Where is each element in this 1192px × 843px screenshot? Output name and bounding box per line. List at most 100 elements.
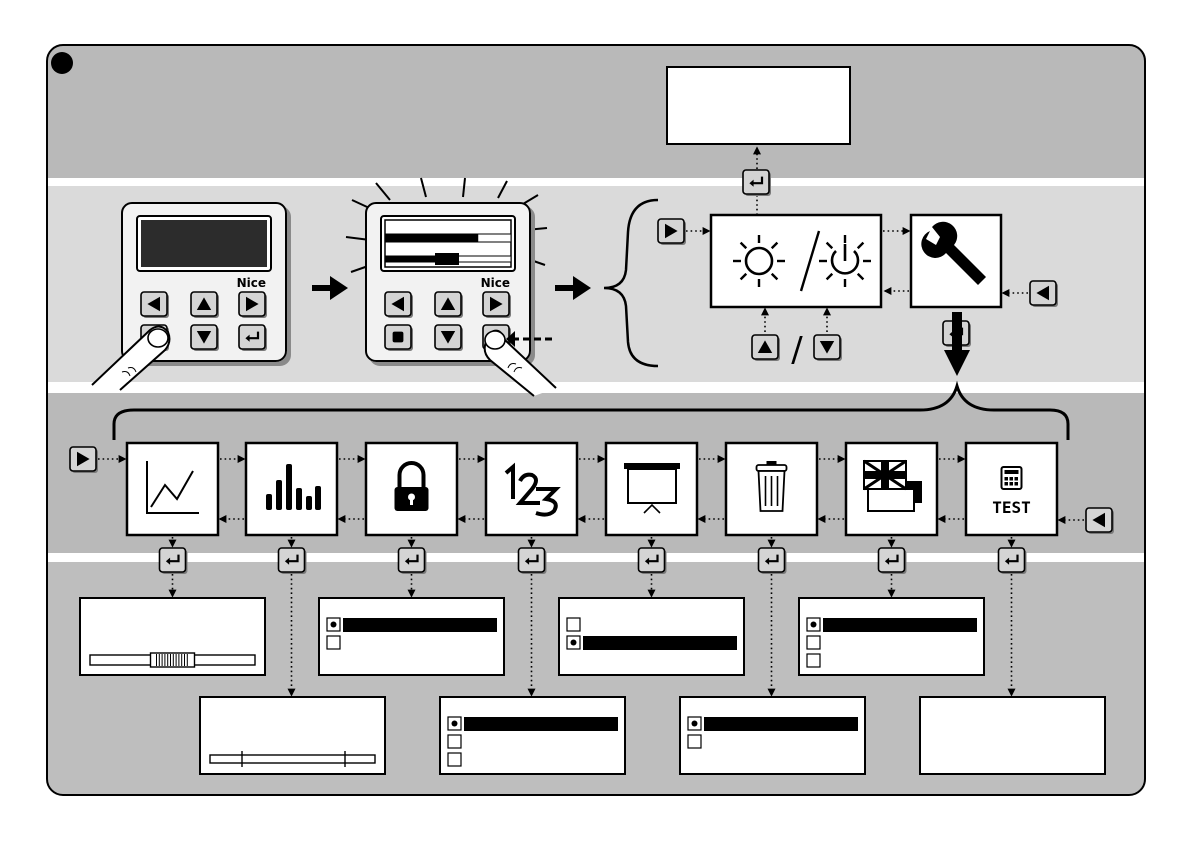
lid-handle	[767, 461, 777, 465]
result-panel	[680, 697, 865, 774]
slider-knob	[151, 653, 195, 667]
screen	[628, 469, 676, 503]
trash-bin-icon	[757, 461, 787, 511]
key-face	[879, 548, 905, 572]
calc-key	[1005, 477, 1009, 481]
settings-item-projector-screen	[606, 443, 697, 535]
right-key	[483, 292, 511, 318]
result-panel	[559, 598, 744, 675]
key-face	[160, 548, 186, 572]
flag-cross-h	[864, 471, 906, 479]
result-display	[799, 598, 984, 675]
stop-key	[385, 325, 413, 351]
calc-key	[1015, 482, 1019, 486]
result-panel	[920, 697, 1105, 774]
key-face	[399, 548, 425, 572]
return-key	[519, 548, 547, 574]
menu-item-light-power	[711, 215, 881, 307]
option-highlight	[343, 618, 497, 632]
option-checkbox	[448, 753, 461, 766]
remote-screen	[141, 220, 267, 267]
key-face	[279, 548, 305, 572]
option-checkbox	[567, 618, 580, 631]
band-top	[40, 40, 1150, 180]
option-checkbox	[327, 636, 340, 649]
up-key	[435, 292, 463, 318]
calc-key	[1005, 482, 1009, 486]
option-highlight	[583, 636, 737, 650]
toggle-separator: /	[791, 330, 803, 370]
left-key	[1030, 281, 1058, 307]
option-selected-dot	[452, 721, 458, 727]
settings-item-uk-flag-language	[846, 443, 937, 535]
keyhole-slot	[410, 498, 413, 505]
return-key	[239, 325, 267, 351]
flag-mid	[868, 489, 914, 511]
remote-brand-label: Nice	[237, 276, 266, 290]
screen-slider-knob	[435, 253, 459, 265]
return-key	[759, 548, 787, 574]
option-selected-dot	[811, 622, 817, 628]
left-key	[141, 292, 169, 318]
result-panel	[319, 598, 504, 675]
down-key	[814, 335, 842, 361]
calc-key	[1010, 482, 1014, 486]
result-display	[920, 697, 1105, 774]
result-panel	[799, 598, 984, 675]
return-key	[999, 548, 1027, 574]
right-key	[239, 292, 267, 318]
option-checkbox	[688, 735, 701, 748]
return-key	[279, 548, 307, 574]
key-face	[239, 325, 265, 349]
option-checkbox	[807, 636, 820, 649]
stop-icon	[393, 332, 404, 343]
calculator-test-icon	[1002, 467, 1022, 489]
settings-item-trash-bin	[726, 443, 817, 535]
return-key	[743, 170, 771, 196]
down-key	[191, 325, 219, 351]
option-selected-dot	[692, 721, 698, 727]
left-key	[385, 292, 413, 318]
result-panel	[440, 697, 625, 774]
result-display	[680, 697, 865, 774]
result-panel	[200, 697, 385, 774]
right-key	[658, 219, 686, 245]
settings-item-box	[127, 443, 218, 535]
menu-item-wrench	[911, 215, 1001, 307]
settings-item-numbering-123	[486, 443, 577, 535]
option-highlight	[823, 618, 977, 632]
return-key	[399, 548, 427, 574]
screen-bar-fill	[385, 234, 478, 242]
result-display	[319, 598, 504, 675]
right-key	[70, 447, 98, 473]
key-face	[743, 170, 769, 194]
result-display	[440, 697, 625, 774]
screen-slider-fill	[385, 256, 435, 262]
settings-item-padlock	[366, 443, 457, 535]
calc-key	[1010, 477, 1014, 481]
option-selected-dot	[571, 640, 577, 646]
bar	[315, 486, 321, 510]
key-face	[999, 548, 1025, 572]
bar	[266, 494, 272, 510]
test-label: TEST	[992, 498, 1031, 517]
settings-item-graph-line	[127, 443, 218, 535]
result-panel	[80, 598, 265, 675]
key-face	[519, 548, 545, 572]
return-key	[160, 548, 188, 574]
divider	[40, 382, 1150, 393]
step-marker-dot	[51, 52, 73, 74]
option-checkbox	[807, 654, 820, 667]
bar	[276, 480, 282, 510]
bar	[286, 464, 292, 510]
up-key	[191, 292, 219, 318]
option-highlight	[464, 717, 618, 731]
calc-display	[1005, 470, 1019, 474]
divider	[40, 178, 1150, 186]
up-key	[752, 335, 780, 361]
option-highlight	[704, 717, 858, 731]
flow-arrow	[952, 312, 962, 352]
background-bands	[40, 40, 1150, 802]
option-selected-dot	[331, 622, 337, 628]
